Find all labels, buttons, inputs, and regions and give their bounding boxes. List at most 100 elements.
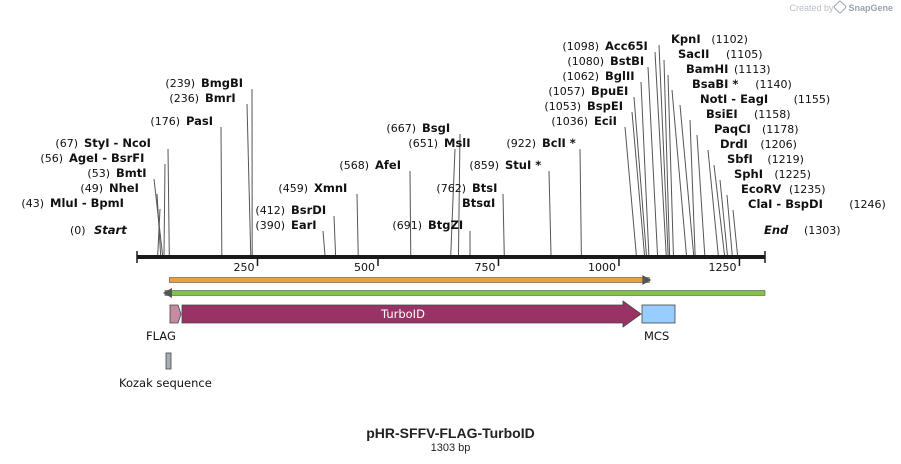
enzyme-position: (459): [278, 182, 308, 195]
cut-line-35: [726, 194, 733, 256]
enzyme-label[interactable]: BstBI: [610, 54, 644, 68]
enzyme-position: (1158): [754, 108, 791, 121]
enzyme-position: (1155): [794, 93, 831, 106]
enzyme-label[interactable]: BsrDI: [291, 203, 326, 217]
enzyme-label[interactable]: PaqCI: [714, 122, 751, 136]
svg-text:FLAG: FLAG: [146, 329, 176, 343]
enzyme-position: (1080): [567, 55, 604, 68]
svg-text:MCS: MCS: [644, 329, 669, 343]
orf-arrows: [162, 275, 766, 298]
enzyme-label[interactable]: BglII: [605, 69, 635, 83]
enzyme-position: (1225): [774, 168, 811, 181]
svg-text:Kozak sequence: Kozak sequence: [119, 376, 212, 390]
enzyme-label[interactable]: BmgBI: [201, 76, 243, 90]
enzyme-label[interactable]: NheI: [109, 181, 139, 195]
enzyme-label[interactable]: BtgZI: [428, 218, 463, 232]
enzyme-label[interactable]: EciI: [594, 114, 617, 128]
enzyme-position: (762): [436, 182, 466, 195]
enzyme-position: (1062): [562, 70, 599, 83]
enzyme-label[interactable]: BsaBI *: [692, 77, 738, 91]
enzyme-position: (1113): [734, 63, 771, 76]
cut-line-29: [679, 104, 695, 256]
enzyme-label[interactable]: StuI *: [505, 158, 541, 172]
feature-flag[interactable]: FLAG: [146, 304, 182, 343]
enzyme-position: (239): [165, 77, 195, 90]
feature-turboid[interactable]: TurboID: [181, 300, 642, 328]
enzyme-position: (1036): [551, 115, 588, 128]
enzyme-position: (1057): [548, 85, 585, 98]
enzyme-label[interactable]: SphI: [734, 167, 763, 181]
enzyme-label[interactable]: AfeI: [375, 158, 401, 172]
orf-reverse[interactable]: [162, 288, 766, 298]
enzyme-position: (1235): [789, 183, 826, 196]
ruler-tick-label: 500: [354, 261, 375, 274]
enzyme-position: (43): [21, 197, 44, 210]
cut-line-25: [658, 44, 669, 256]
enzyme-label[interactable]: ClaI - BspDI: [748, 197, 823, 211]
enzyme-position: (67): [55, 137, 78, 150]
cut-line-28: [671, 89, 687, 256]
enzyme-label[interactable]: BspEI: [587, 99, 623, 113]
enzyme-position: (691): [392, 219, 422, 232]
enzyme-label[interactable]: MslI: [444, 136, 471, 150]
enzyme-label[interactable]: BsgI: [422, 121, 450, 135]
enzyme-label[interactable]: PasI: [186, 114, 213, 128]
enzyme-label[interactable]: BamHI: [686, 62, 728, 76]
enzyme-label[interactable]: SacII: [678, 47, 709, 61]
enzyme-label[interactable]: BsiEI: [706, 107, 738, 121]
ruler-tick-label: 750: [474, 261, 495, 274]
cut-line-11: [409, 170, 412, 256]
enzyme-label[interactable]: EcoRV: [741, 182, 781, 196]
enzyme-position: (651): [408, 137, 438, 150]
svg-text:TurboID: TurboID: [380, 307, 425, 321]
ruler-bar: [137, 255, 765, 259]
enzyme-label[interactable]: EarI: [291, 218, 317, 232]
enzyme-label[interactable]: MluI - BpmI: [50, 196, 124, 210]
cut-line-6: [246, 103, 252, 256]
enzyme-position: (1246): [849, 198, 886, 211]
enzyme-position: (859): [469, 159, 499, 172]
cut-line-18: [579, 148, 582, 256]
enzyme-position: (236): [169, 92, 199, 105]
enzyme-label[interactable]: SbfI: [727, 152, 753, 166]
cut-line-26: [663, 59, 671, 256]
end-position: (1303): [804, 224, 841, 237]
cut-line-9: [333, 215, 337, 256]
cut-line-33: [713, 164, 726, 256]
enzyme-position: (412): [255, 204, 285, 217]
enzyme-label[interactable]: BmrI: [205, 91, 236, 105]
cut-line-19: [624, 126, 637, 256]
feature-kozak[interactable]: Kozak sequence: [119, 352, 212, 390]
enzyme-label[interactable]: AgeI - BsrFI: [69, 151, 144, 165]
orf-forward[interactable]: [168, 275, 652, 285]
cut-line-4: [167, 148, 170, 256]
enzyme-position: (1140): [755, 78, 792, 91]
enzyme-position: (1098): [562, 40, 599, 53]
cut-line-10: [356, 193, 359, 256]
cut-line-22: [640, 81, 650, 256]
enzyme-position: (49): [80, 182, 103, 195]
enzyme-label[interactable]: StyI - NcoI: [84, 136, 151, 150]
enzyme-label[interactable]: BpuEI: [591, 84, 628, 98]
enzyme-position: (390): [255, 219, 285, 232]
enzyme-position: (1206): [760, 138, 797, 151]
enzyme-position: (568): [339, 159, 369, 172]
ruler-tick-label: 1250: [708, 261, 736, 274]
enzyme-position: (53): [87, 167, 110, 180]
enzyme-label[interactable]: KpnI: [671, 32, 701, 46]
enzyme-label[interactable]: DrdI: [720, 137, 748, 151]
enzyme-label[interactable]: BclI *: [542, 136, 576, 150]
enzyme-position: (1102): [711, 33, 748, 46]
enzyme-label[interactable]: BmtI: [116, 166, 147, 180]
cut-line-2: [153, 178, 164, 256]
cut-line-31: [696, 134, 706, 256]
enzyme-label[interactable]: NotI - EagI: [700, 92, 768, 106]
enzyme-label[interactable]: BtsαI: [462, 196, 495, 210]
start-position: (0): [70, 224, 86, 237]
enzyme-label[interactable]: BtsI: [472, 181, 497, 195]
feature-mcs[interactable]: MCS: [641, 304, 676, 343]
enzyme-position: (1219): [767, 153, 804, 166]
enzyme-label[interactable]: Acc65I: [605, 39, 648, 53]
enzyme-label[interactable]: XmnI: [314, 181, 347, 195]
